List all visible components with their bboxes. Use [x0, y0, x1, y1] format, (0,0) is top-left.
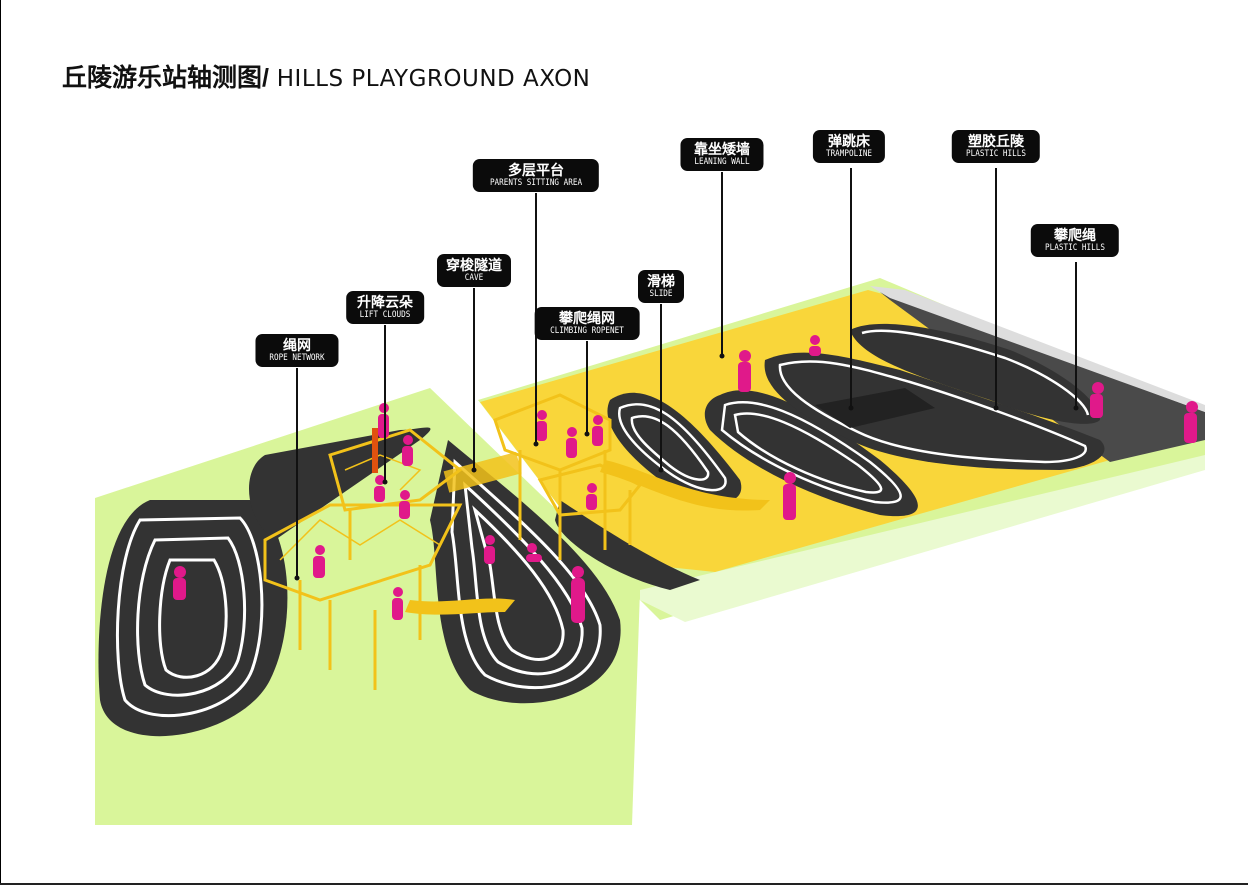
- track-hill-right: [764, 323, 1105, 470]
- trampoline-mat: [815, 388, 935, 428]
- title-english: HILLS PLAYGROUND AXON: [268, 66, 591, 92]
- label-slide: 滑梯 SLIDE: [638, 270, 684, 303]
- track-hill-left: [98, 500, 288, 737]
- label-leaning-wall: 靠坐矮墙 LEANING WALL: [680, 138, 764, 171]
- people-figures: [173, 335, 1198, 623]
- white-wall: [870, 286, 1205, 412]
- label-parents-sitting-area: 多层平台 PARENTS SITTING AREA: [472, 159, 600, 192]
- lift-cloud-pole: [372, 428, 378, 473]
- label-cave: 穿梭隧道 CAVE: [437, 254, 511, 287]
- frame-bottom-edge: [0, 883, 1248, 885]
- page-title: 丘陵游乐站轴测图/ HILLS PLAYGROUND AXON: [62, 58, 590, 94]
- slide-ramp-small: [405, 598, 515, 615]
- label-rope-network: 绳网 ROPE NETWORK: [255, 334, 339, 367]
- label-plastic-hills: 塑胶丘陵 PLASTIC HILLS: [951, 130, 1041, 163]
- leader-lines: [296, 168, 1077, 578]
- bridge-tunnel: [443, 451, 522, 493]
- track-hill-center: [555, 392, 742, 590]
- leader-dots: [294, 353, 1079, 581]
- label-climbing-rope-hills: 攀爬绳 PLASTIC HILLS: [1030, 224, 1120, 257]
- frame-left-edge: [0, 0, 1, 885]
- label-trampoline: 弹跳床 TRAMPOLINE: [812, 130, 886, 163]
- track-hill-middle: [704, 390, 918, 517]
- climbing-structure-center: [493, 393, 643, 560]
- grass-edge-strip: [640, 455, 1205, 622]
- title-chinese: 丘陵游乐站轴测图/: [62, 64, 269, 92]
- slide-ramp: [600, 460, 770, 511]
- label-climbing-ropenet: 攀爬绳网 CLIMBING ROPENET: [534, 307, 640, 340]
- label-lift-clouds: 升降云朵 LIFT CLOUDS: [346, 291, 424, 324]
- climbing-structure-left: [263, 428, 463, 690]
